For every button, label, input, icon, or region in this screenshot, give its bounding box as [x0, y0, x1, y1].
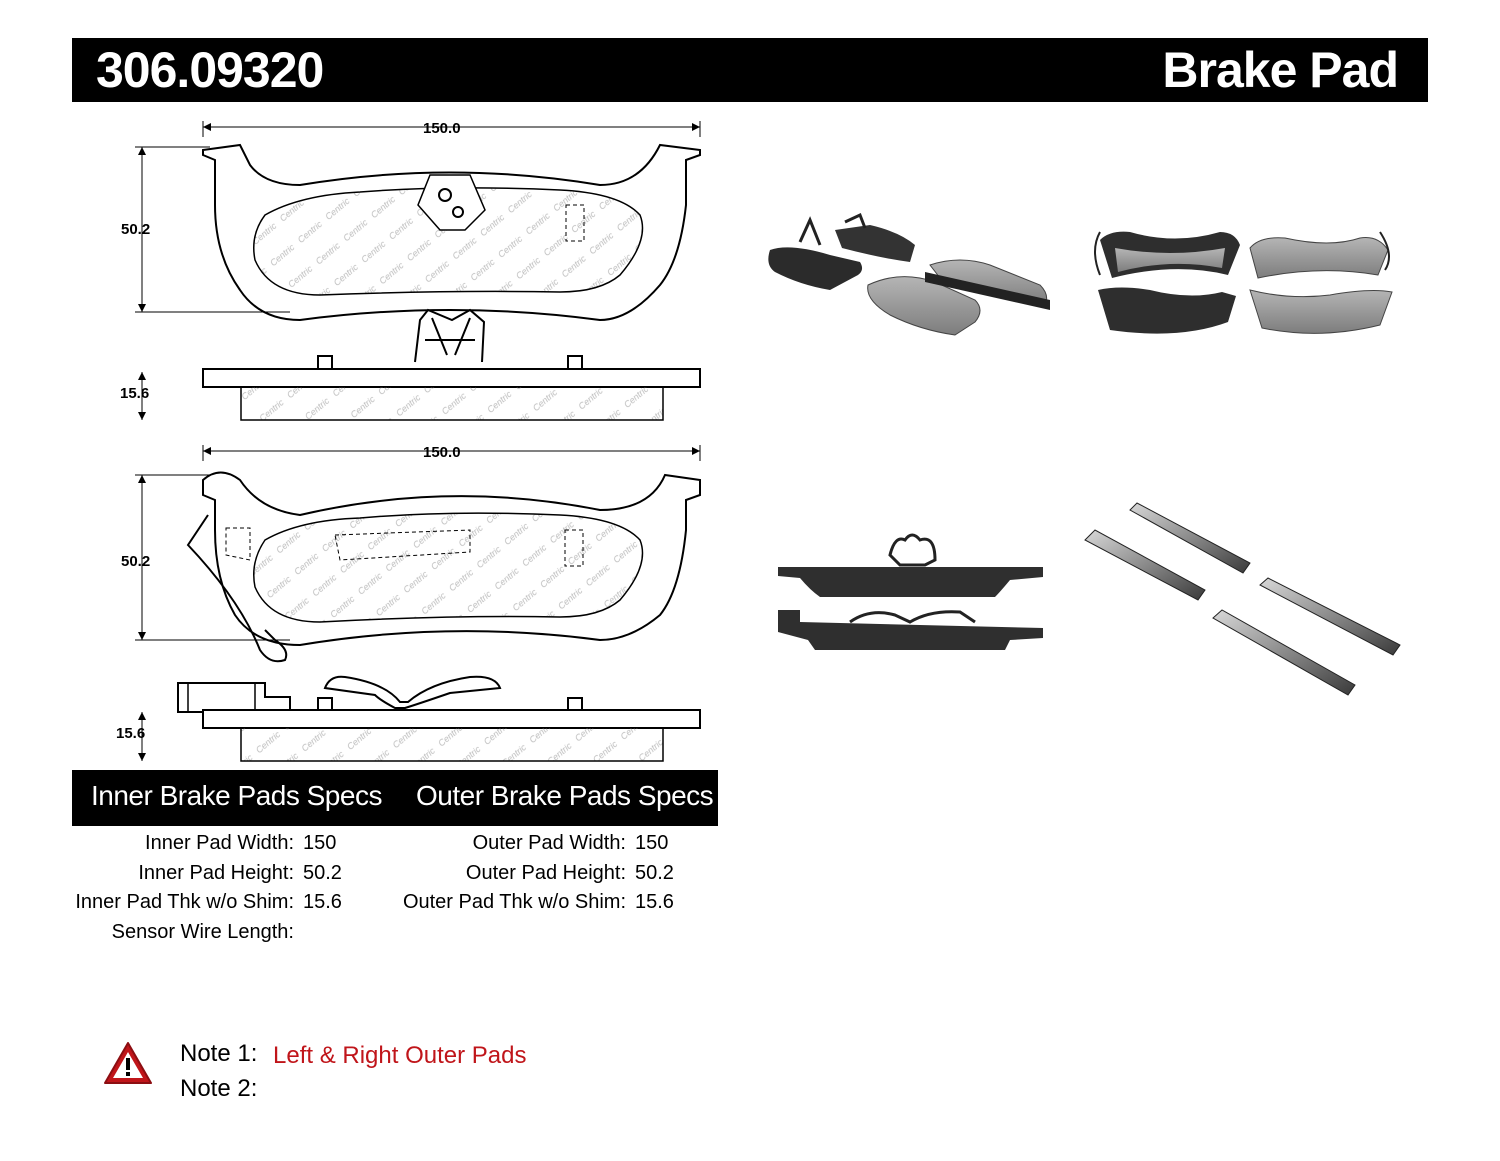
outer-pad-front-view — [135, 445, 701, 663]
pads-side-photo — [778, 533, 1043, 650]
hardware-rails-photo — [1084, 502, 1401, 696]
outer-pad-side-view — [138, 675, 701, 762]
width-dimension-top: 150.0 — [423, 120, 461, 137]
sensor-wire-length-label: Sensor Wire Length: — [111, 921, 294, 943]
outer-pad-width-label: Outer Pad Width: — [472, 832, 626, 854]
outer-pad-height-value: 50.2 — [635, 862, 674, 884]
note-1-text: Left & Right Outer Pads — [273, 1042, 527, 1069]
note-1-label: Note 1: — [180, 1040, 258, 1067]
width-dimension-bottom: 150.0 — [423, 444, 461, 461]
inner-pad-width-value: 150 — [303, 832, 337, 854]
document-title: Brake Pad — [1162, 42, 1399, 98]
outer-pad-height-label: Outer Pad Height: — [465, 862, 626, 884]
specs-header-bar: Inner Brake Pads Specs Outer Brake Pads … — [72, 770, 718, 826]
thickness-dimension-bottom: 15.6 — [116, 725, 145, 742]
inner-pad-width-label: Inner Pad Width: — [145, 832, 294, 854]
inner-pad-thickness-label: Inner Pad Thk w/o Shim: — [75, 891, 294, 913]
inner-pad-height-label: Inner Pad Height: — [138, 862, 294, 884]
pads-pair-photo — [1094, 231, 1393, 334]
header-bar: 306.09320 Brake Pad — [72, 38, 1428, 102]
inner-pad-thickness-value: 15.6 — [303, 891, 342, 913]
inner-pad-height-value: 50.2 — [303, 862, 342, 884]
height-dimension-bottom: 50.2 — [121, 553, 150, 570]
outer-specs-heading: Outer Brake Pads Specs — [416, 780, 714, 811]
thickness-dimension-top: 15.6 — [120, 385, 149, 402]
height-dimension-top: 50.2 — [121, 221, 150, 238]
inner-specs-heading: Inner Brake Pads Specs — [91, 780, 382, 811]
pads-angled-photo — [768, 212, 1050, 336]
note-2-label: Note 2: — [180, 1075, 258, 1102]
part-number: 306.09320 — [96, 42, 324, 98]
outer-pad-thickness-value: 15.6 — [635, 891, 674, 913]
inner-pad-side-view — [138, 308, 701, 421]
outer-pad-thickness-label: Outer Pad Thk w/o Shim: — [402, 891, 626, 913]
warning-triangle-icon — [104, 1042, 152, 1084]
inner-pad-front-view — [135, 121, 701, 322]
outer-pad-width-value: 150 — [635, 832, 669, 854]
